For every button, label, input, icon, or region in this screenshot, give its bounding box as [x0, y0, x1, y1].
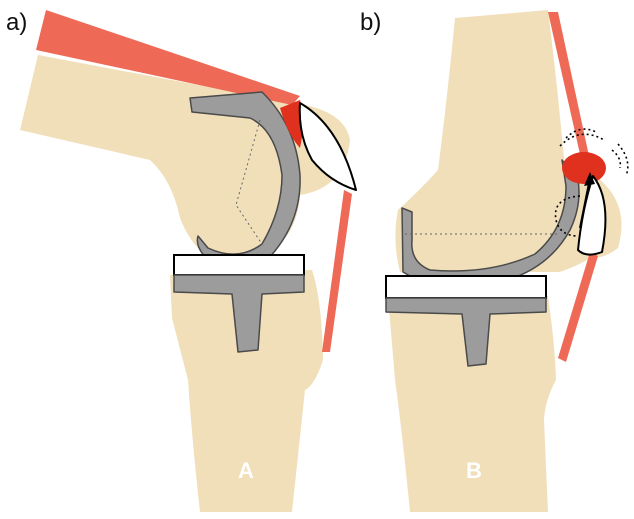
panel-a-femur [20, 55, 350, 266]
panel-a: a) A [6, 9, 356, 512]
panel-b-contact-zone [562, 152, 606, 184]
panel-a-letter: A [238, 458, 254, 483]
panel-a-tibial-insert [174, 255, 304, 275]
panel-a-patellar-tendon [322, 190, 352, 352]
panel-b-letter: B [466, 458, 482, 483]
panel-b-tibial-insert [386, 276, 546, 298]
panel-b: b) B [360, 9, 628, 512]
panel-b-tag: b) [360, 9, 381, 36]
panel-a-tag: a) [6, 9, 27, 36]
